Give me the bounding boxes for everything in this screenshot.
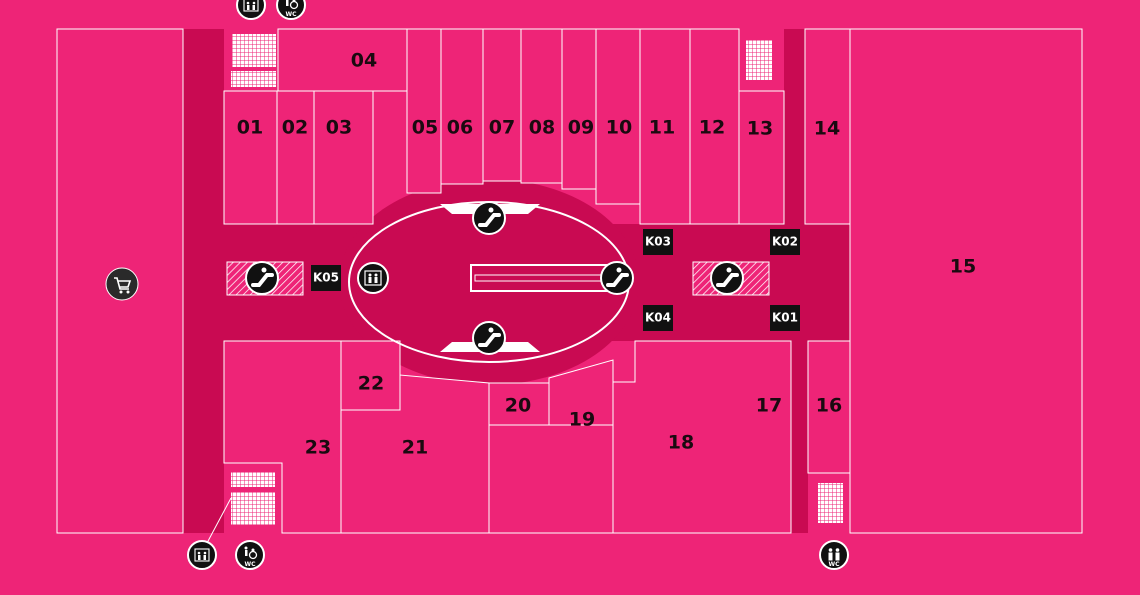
label-unit-03: 03 (326, 117, 352, 139)
label-unit-14: 14 (814, 118, 840, 140)
unit-23[interactable] (223, 340, 342, 534)
service-grid-se (818, 483, 843, 523)
escalator-icon[interactable] (600, 261, 634, 295)
unit-02[interactable] (276, 90, 315, 225)
kiosk-k03-label: K03 (645, 235, 671, 249)
kiosk-k03[interactable]: K03 (643, 229, 673, 255)
label-unit-05: 05 (412, 117, 438, 139)
unit-04[interactable] (277, 28, 408, 92)
unit-03[interactable] (313, 90, 374, 225)
wc-label: WC (828, 561, 840, 568)
escalator-icon[interactable] (472, 201, 506, 235)
label-unit-19: 19 (569, 409, 595, 431)
label-unit-01: 01 (237, 117, 263, 139)
wc-label: WC (285, 11, 297, 18)
label-unit-15: 15 (950, 256, 976, 278)
unit-05[interactable] (406, 28, 442, 194)
label-unit-23: 23 (305, 437, 331, 459)
east-corridor-north (784, 29, 805, 229)
service-grid-nw-small (231, 71, 276, 87)
label-unit-11: 11 (649, 117, 675, 139)
kiosks: K05 K03 K04 K02 K01 (311, 229, 800, 331)
kiosk-k01[interactable]: K01 (770, 305, 800, 331)
label-unit-08: 08 (529, 117, 555, 139)
restroom-icon[interactable]: WC (819, 540, 849, 570)
escalator-icon[interactable] (472, 321, 506, 355)
unit-07[interactable] (482, 28, 522, 182)
elevator-icon[interactable] (236, 0, 266, 20)
unit-18[interactable] (612, 340, 792, 534)
label-unit-16: 16 (816, 395, 842, 417)
kiosk-k05-label: K05 (313, 271, 339, 285)
label-unit-18: 18 (668, 432, 694, 454)
unit-15[interactable] (849, 28, 1083, 534)
label-unit-21: 21 (402, 437, 428, 459)
kiosk-k04[interactable]: K04 (643, 305, 673, 331)
unit-14[interactable] (804, 28, 851, 225)
escalator-icon[interactable] (710, 261, 744, 295)
unit-01[interactable] (223, 90, 278, 225)
service-areas (231, 34, 843, 525)
unit-20[interactable] (488, 382, 550, 426)
accessible-wc-icon[interactable]: WC (276, 0, 306, 20)
label-unit-06: 06 (447, 117, 473, 139)
label-unit-02: 02 (282, 117, 308, 139)
label-unit-13: 13 (747, 118, 773, 140)
accessible-wc-icon[interactable]: WC (235, 540, 265, 570)
kiosk-k05[interactable]: K05 (311, 265, 341, 291)
service-grid-sw (231, 492, 275, 525)
unit-09[interactable] (561, 28, 597, 190)
unit-11[interactable] (639, 28, 691, 225)
kiosk-k04-label: K04 (645, 311, 671, 325)
label-unit-17: 17 (756, 395, 782, 417)
unit-labels: 01 02 03 04 05 06 07 08 09 10 11 12 13 1… (237, 50, 976, 459)
service-grid-sw-small (231, 472, 275, 487)
atrium-bridge (470, 264, 612, 292)
service-grid-nw (232, 34, 276, 67)
unit-18-annex (488, 424, 614, 534)
label-unit-04: 04 (351, 50, 377, 72)
elevator-icon[interactable] (187, 540, 217, 570)
kiosk-k02[interactable]: K02 (770, 229, 800, 255)
supermarket-icon[interactable] (105, 267, 139, 301)
label-unit-22: 22 (358, 373, 384, 395)
kiosk-k01-label: K01 (772, 311, 798, 325)
elevator-icon[interactable] (357, 262, 389, 294)
unit-08[interactable] (520, 28, 563, 184)
label-unit-07: 07 (489, 117, 515, 139)
escalator-icon[interactable] (245, 261, 279, 295)
kiosk-k02-label: K02 (772, 235, 798, 249)
label-unit-20: 20 (505, 395, 531, 417)
unit-12[interactable] (689, 28, 740, 225)
label-unit-09: 09 (568, 117, 594, 139)
unit-06[interactable] (440, 28, 484, 185)
unit-13[interactable] (738, 90, 785, 225)
leader-line (206, 497, 232, 544)
label-unit-12: 12 (699, 117, 725, 139)
service-grid-ne (746, 40, 772, 80)
unit-16[interactable] (807, 340, 851, 474)
wc-label: WC (244, 561, 256, 568)
east-corridor-south (791, 338, 808, 533)
unit-10[interactable] (595, 28, 641, 205)
label-unit-10: 10 (606, 117, 632, 139)
